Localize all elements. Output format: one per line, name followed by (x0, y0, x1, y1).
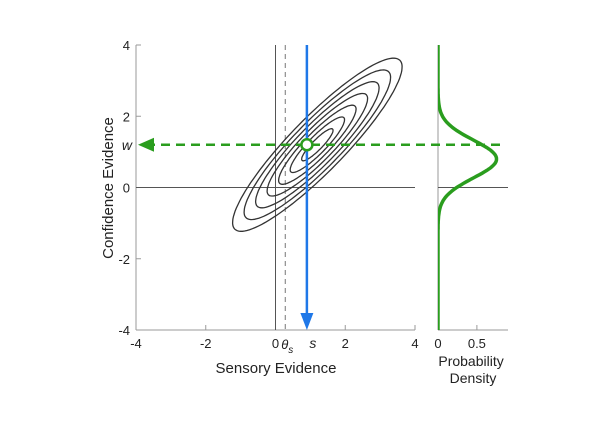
confidence-arrowhead (138, 137, 154, 152)
side-x-label: Probability Density (438, 353, 507, 386)
density-curve (438, 45, 499, 330)
side-x-label-line-2: Density (450, 370, 497, 386)
main-chart: -4 -2 0 2 4 -4 -2 0 2 4 Sensory Evidence Confide… (100, 38, 419, 377)
main-y-tick-label: -2 (118, 252, 130, 267)
main-y-tick-label: 2 (123, 109, 130, 124)
threshold-symbol: θ (281, 337, 288, 352)
contour-ring (289, 116, 346, 174)
main-x-tick-label: -2 (200, 336, 212, 351)
main-x-ticks: -4 -2 0 2 4 (130, 325, 419, 351)
contour-ring (301, 128, 334, 162)
main-y-tick-label: 4 (123, 38, 130, 53)
side-x-tick-label: 0.5 (468, 336, 486, 351)
overlay (138, 45, 500, 330)
contour-ring (277, 104, 357, 185)
contour-group (231, 57, 403, 232)
main-y-tick-label: 0 (123, 181, 130, 196)
sample-y-label: w (122, 137, 133, 153)
main-x-tick-label: 4 (411, 336, 418, 351)
main-x-tick-label: -4 (130, 336, 142, 351)
contour-ring (231, 57, 403, 232)
main-y-tick-label: -4 (118, 323, 130, 338)
sensory-arrowhead (300, 313, 314, 330)
threshold-label: θs (281, 337, 293, 356)
main-x-tick-label: 2 (342, 336, 349, 351)
x-axis-label: Sensory Evidence (216, 360, 337, 377)
main-x-tick-label: 0 (272, 336, 279, 351)
side-x-label-line-1: Probability (438, 353, 503, 369)
contour-ring (266, 92, 369, 197)
threshold-subscript: s (288, 345, 293, 356)
y-axis-label: Confidence Evidence (100, 117, 117, 259)
sample-point-marker (300, 138, 314, 152)
contour-ring (243, 69, 392, 221)
contour-ring (254, 81, 380, 209)
sample-x-label: s (309, 335, 316, 351)
side-x-tick-label: 0 (434, 336, 441, 351)
